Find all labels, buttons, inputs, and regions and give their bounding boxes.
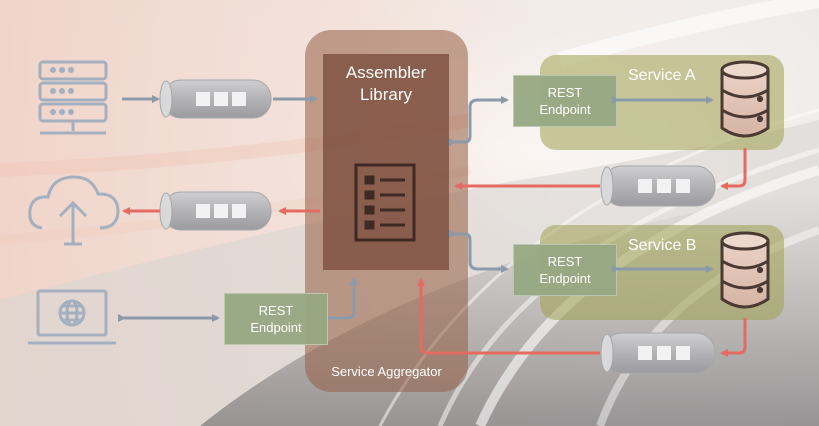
service-b-rest-endpoint: REST Endpoint bbox=[513, 244, 617, 296]
endpoint-label-line2: Endpoint bbox=[250, 320, 302, 335]
assembler-title-line1: Assembler bbox=[345, 63, 427, 82]
server-icon bbox=[38, 60, 108, 135]
assembler-library-panel bbox=[323, 54, 449, 270]
request-arrow bbox=[118, 95, 714, 322]
queue-icon bbox=[600, 332, 716, 374]
queue-icon bbox=[600, 165, 716, 207]
assembler-library-title: Assembler Library bbox=[323, 62, 449, 106]
endpoint-label-line1: REST bbox=[258, 303, 294, 318]
endpoint-label-line2: Endpoint bbox=[539, 271, 591, 286]
service-a-rest-endpoint: REST Endpoint bbox=[513, 75, 617, 127]
queue-icon bbox=[159, 191, 272, 231]
response-arrow bbox=[122, 148, 747, 357]
endpoint-label-line1: REST bbox=[547, 254, 583, 269]
database-icon bbox=[720, 60, 770, 138]
laptop-globe-icon bbox=[28, 289, 116, 345]
assembler-title-line2: Library bbox=[360, 85, 412, 104]
endpoint-label-line2: Endpoint bbox=[539, 102, 591, 117]
list-icon bbox=[354, 163, 416, 242]
database-icon bbox=[720, 231, 770, 309]
client-rest-endpoint: REST Endpoint bbox=[224, 293, 328, 345]
service-aggregator-label: Service Aggregator bbox=[331, 364, 442, 379]
endpoint-label-line1: REST bbox=[547, 85, 583, 100]
service-a-title: Service A bbox=[628, 67, 696, 84]
cloud-upload-icon bbox=[28, 175, 120, 246]
service-b-title: Service B bbox=[628, 237, 697, 254]
queue-icon bbox=[159, 79, 272, 119]
